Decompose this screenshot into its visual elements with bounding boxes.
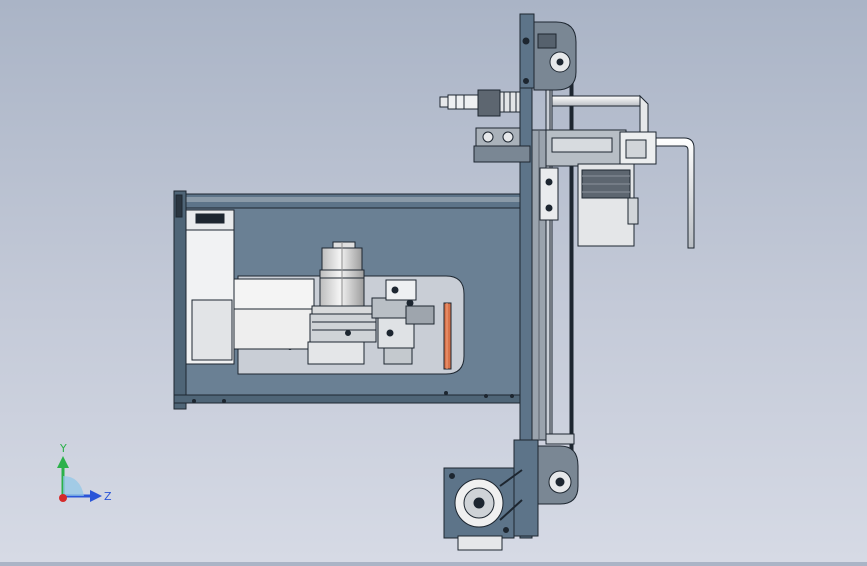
top-carriage[interactable] [473,127,627,221]
side-stepper-motor[interactable] [577,131,657,247]
slide-mechanism[interactable] [307,279,435,365]
vertical-column[interactable] [519,39,574,539]
air-tube [655,137,695,249]
bottom-pulley-block[interactable] [513,433,579,537]
pneumatic-cylinder[interactable] [439,89,649,135]
z-axis-label: Z [104,490,112,503]
bottom-motor[interactable] [443,467,523,551]
cylinder-motor[interactable] [319,241,365,311]
y-axis-label: Y [59,442,67,455]
copper-rod[interactable] [443,302,452,370]
x-axis-dot [59,494,67,502]
top-pulley-block[interactable] [519,13,577,91]
axis-triad: Y Z [57,442,112,503]
